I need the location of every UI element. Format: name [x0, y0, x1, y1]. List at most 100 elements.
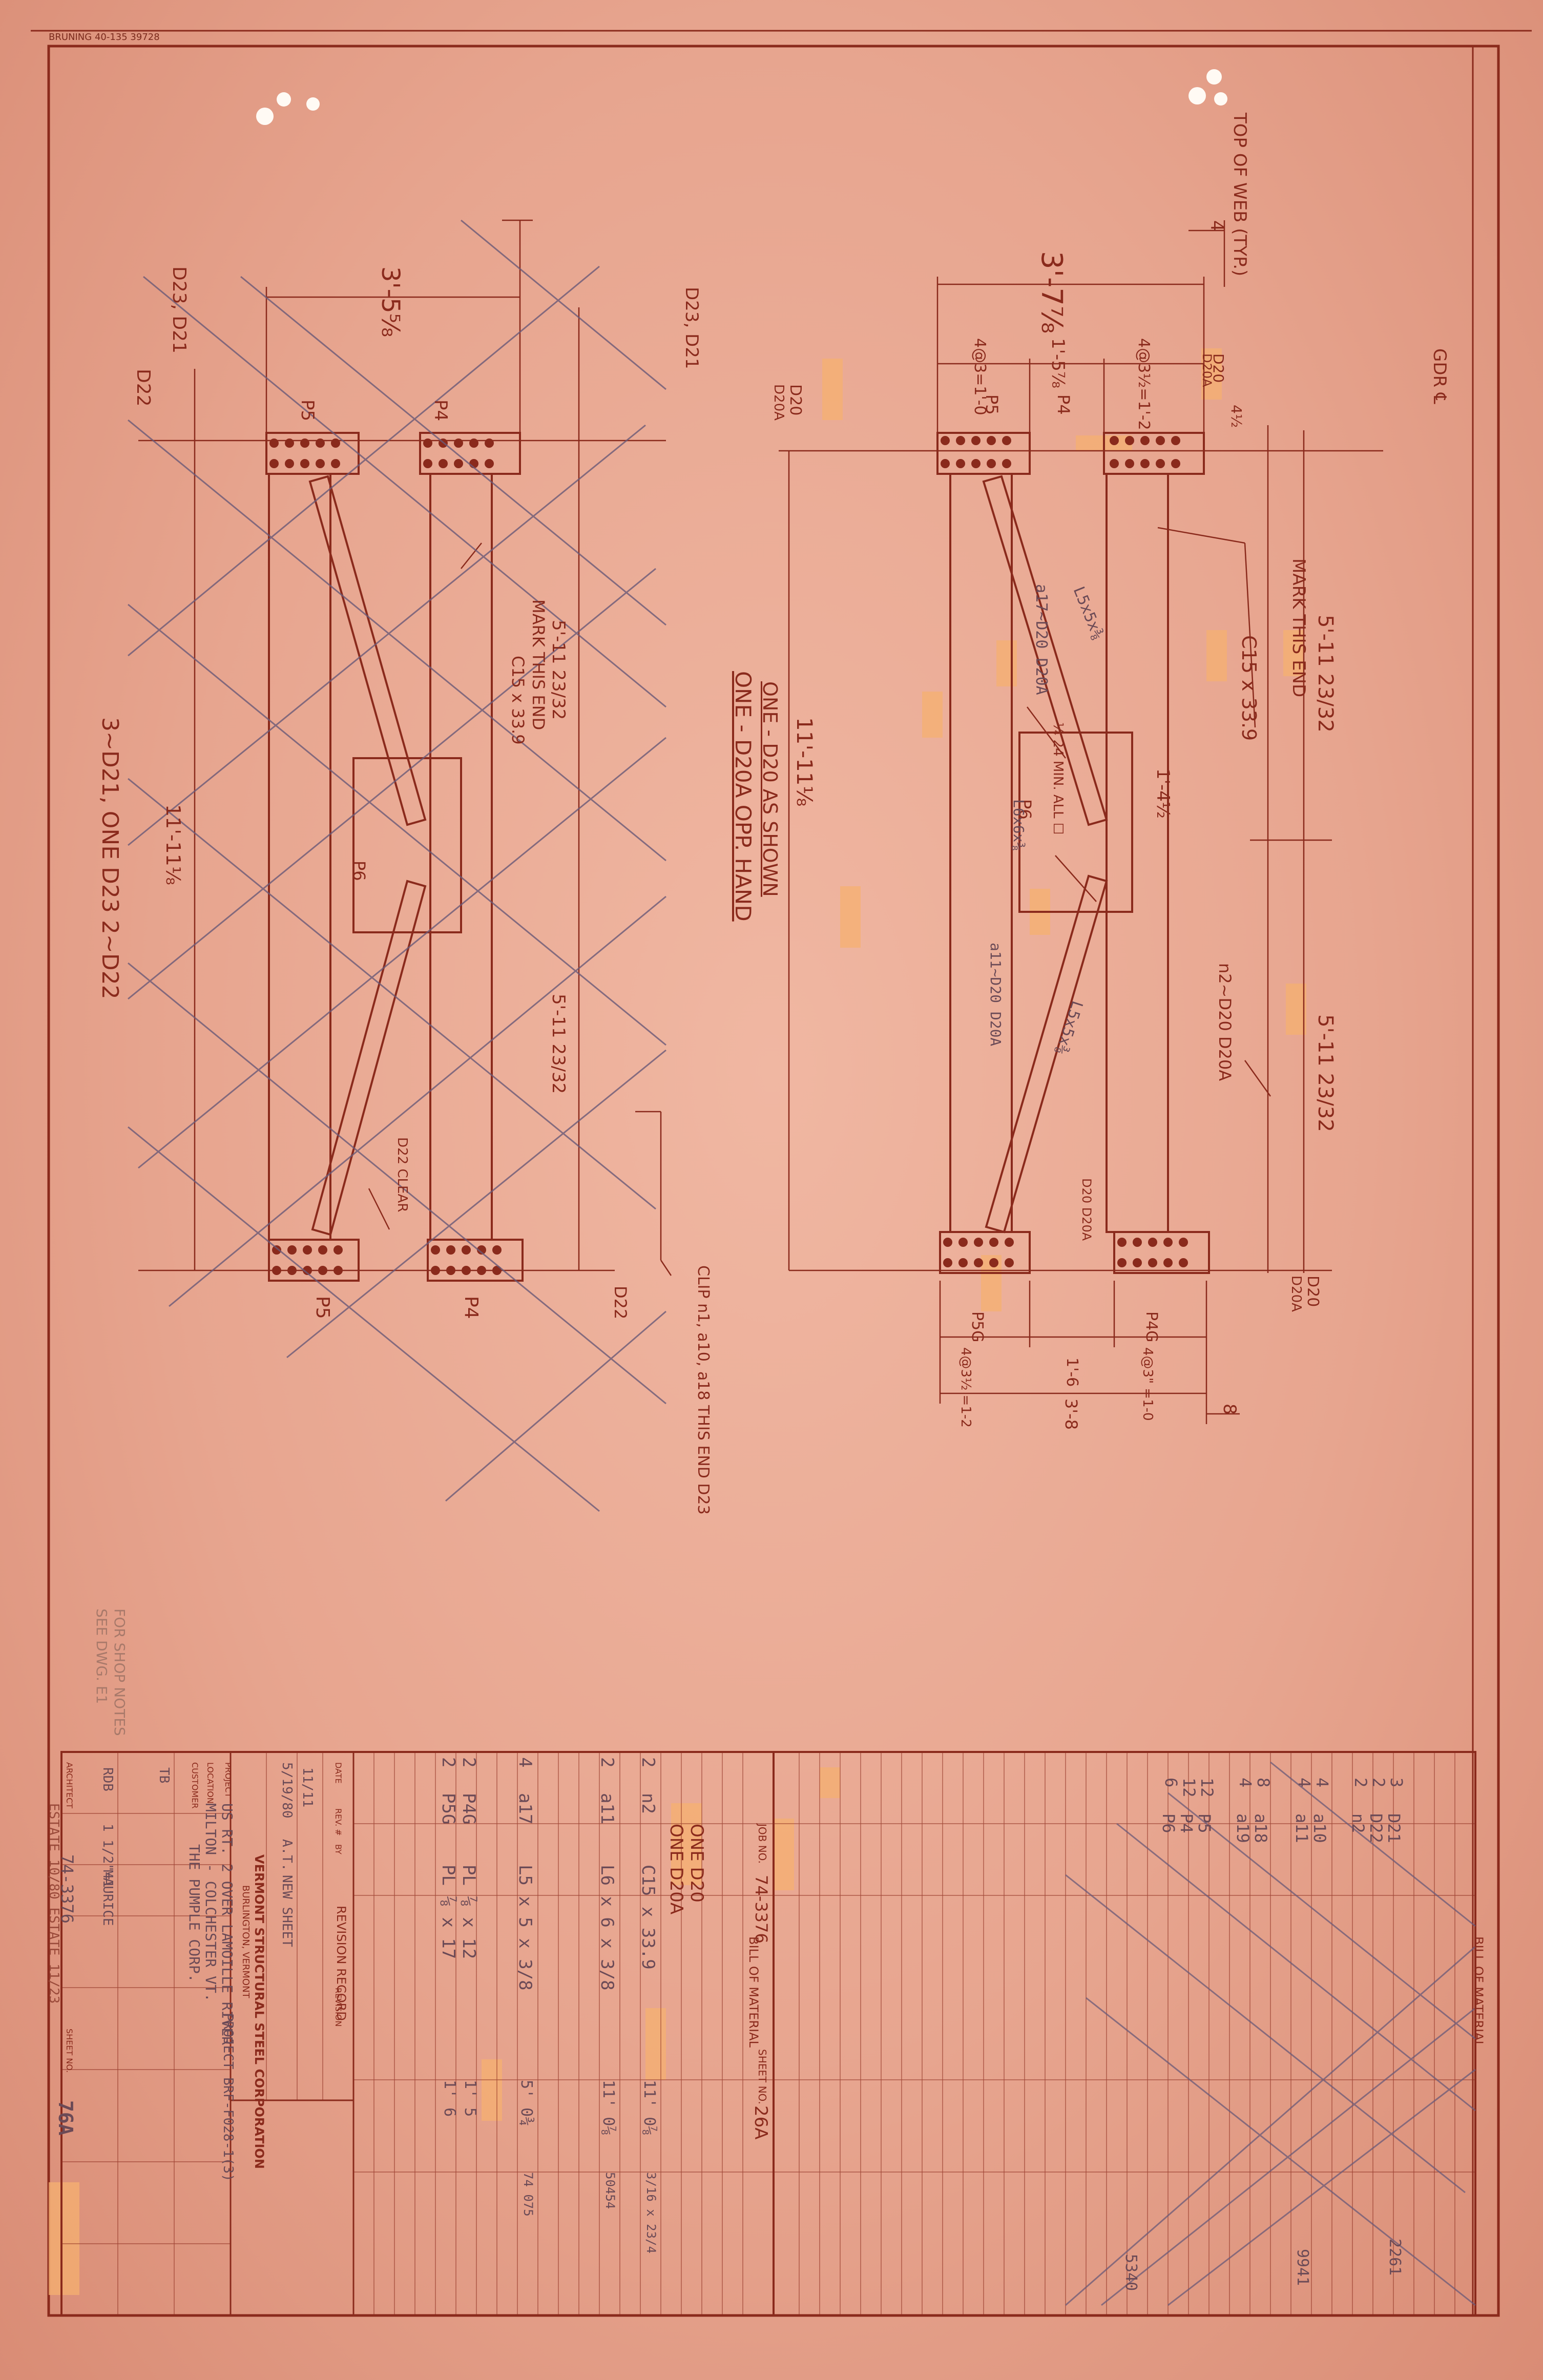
left-mark-d23-d21: D23, D21 — [169, 266, 190, 353]
bom-bottom-mark-d20a: ONE D20A — [666, 1824, 686, 1915]
left-clip-note: CLIP n1, a10, a18 THIS END D23 — [694, 1265, 712, 1515]
right-dim-4half: 4½ — [1228, 405, 1245, 428]
bom-row-desc: PL ⅞ x 12 — [458, 1865, 479, 1959]
architect-label: ARCHITECT — [65, 1762, 74, 1809]
left-overall-dim: 3'-5⅝ — [376, 266, 405, 338]
left-length-1: 5'-11 23/32 — [548, 620, 569, 720]
customer-label: CUSTOMER — [190, 1762, 200, 1809]
bom-top-qty: 12 — [1197, 1778, 1217, 1798]
right-dim-1-4half: 1'-4½ — [1153, 768, 1173, 819]
right-channel-size: C15 x 33.9 — [1238, 635, 1260, 741]
right-d20-d20a-label: D20 D20A — [1079, 1178, 1094, 1241]
bom-top-qty: 4 — [1312, 1778, 1332, 1788]
revision-date: 11/11 — [300, 1767, 315, 1808]
right-dim-seg2: 1'-5⅞ — [1048, 338, 1068, 388]
right-mark-note: MARK THIS END — [1288, 558, 1309, 698]
customer-value: THE PUMPLE CORP. — [186, 1844, 203, 1982]
shop-note-line2: SEE DWG. E1 — [93, 1609, 110, 1704]
highlighter-marks — [49, 348, 1306, 2295]
revision-header-rev: REV. # — [333, 1808, 343, 1836]
bom-top-qty: 2 — [1351, 1778, 1370, 1788]
bom-job-no: 74-3376 — [752, 1875, 771, 1944]
right-weld-note: ¼ 24 MIN. ALL ☐ — [1050, 722, 1066, 835]
punch-hole — [1214, 92, 1227, 106]
bom-top-weight: 9941 — [1294, 2249, 1311, 2286]
right-plate-p4: P4 — [1054, 394, 1073, 415]
bom-top-weight: 5340 — [1122, 2254, 1140, 2291]
bom-row-length: 1' 5 — [461, 2080, 479, 2117]
girder-centerline-label: GDR ℄ — [1429, 348, 1450, 404]
bom-bottom-mark-d20: ONE D20 — [686, 1824, 707, 1903]
location-value: MILTON - COLCHESTER VT. — [202, 1803, 219, 2002]
bom-top-row: a11 — [1292, 1813, 1311, 1843]
right-bottom-total: 3'-8 — [1061, 1398, 1081, 1430]
bom-row-mark: P4G — [458, 1793, 479, 1825]
bom-top-title: BILL OF MATERIAL — [1471, 1936, 1486, 2048]
bom-row-qty: 2 — [438, 1757, 458, 1768]
bom-top-row: P5 — [1195, 1813, 1214, 1833]
company-address: BURLINGTON, VERMONT — [240, 1885, 251, 1998]
revision-date: 5/19/80 — [279, 1762, 295, 1819]
right-dim-4: 4 — [1206, 220, 1227, 232]
bom-row-desc: PL ⅞ x 17 — [438, 1865, 458, 1959]
bom-row-mark: a11 — [597, 1793, 617, 1825]
right-dim-8: 8 — [1219, 1404, 1240, 1415]
bom-top-qty: 6 — [1161, 1778, 1181, 1788]
bom-row-mark: a17 — [515, 1793, 535, 1825]
checked-by: RDB — [100, 1767, 115, 1791]
company-name: VERMONT STRUCTURAL STEEL CORPORATION — [252, 1854, 266, 2169]
right-dim-seg3: 4@3½=1'-2 — [1135, 338, 1153, 430]
right-d20a-left: D20A — [771, 384, 786, 421]
bom-top-row: P4 — [1177, 1813, 1196, 1833]
right-angle-a11: a11~D20 D20A — [987, 943, 1004, 1047]
made-by: MAURICE — [100, 1870, 115, 1926]
bom-top-row: D22 — [1366, 1813, 1386, 1843]
bom-top-qty: 12 — [1179, 1778, 1199, 1798]
project-label: PROJECT — [223, 1762, 233, 1798]
left-clear-note: D22 CLEAR — [394, 1137, 410, 1213]
left-mark-d22-bottom: D22 — [611, 1286, 630, 1320]
bom-row-desc: L6 x 6 x 3/8 — [597, 1865, 617, 1991]
right-overall-dim: 3'-7⅞ — [1035, 251, 1068, 334]
bom-top-row: D21 — [1384, 1813, 1404, 1843]
bom-row-length: 5' 0¾ — [517, 2080, 535, 2126]
right-d20a-top: D20A — [1200, 353, 1214, 387]
bom-row-qty: 2 — [638, 1757, 658, 1768]
bom-top-qty: 2 — [1369, 1778, 1388, 1788]
right-bottom-seg3: 4@3" =1-0 — [1140, 1347, 1155, 1421]
top-of-web-note: TOP OF WEB (TYP.) — [1229, 113, 1250, 277]
bom-job-no-label: JOB NO. — [756, 1824, 768, 1864]
left-mark-d23-d21-top: D23, D21 — [681, 287, 702, 369]
right-d20a-bottom: D20A — [1288, 1276, 1304, 1312]
right-plate-p5g: P5G — [968, 1311, 986, 1343]
bom-row-desc: L5 x 5 x 3/8 — [515, 1865, 535, 1991]
bom-row-length: 1' 6 — [441, 2080, 458, 2117]
bom-bottom-title: BILL OF MATERIAL — [746, 1936, 761, 2048]
bom-row-mark: n2 — [638, 1793, 658, 1814]
punch-hole — [1206, 69, 1222, 85]
bom-top-row: a10 — [1310, 1813, 1329, 1843]
bom-row-mark: P5G — [438, 1793, 458, 1825]
center-note-line2: ONE - D20A OPP. HAND — [731, 671, 756, 922]
bom-top-qty: 3 — [1387, 1778, 1406, 1788]
punch-hole — [306, 97, 320, 111]
left-plate-p4-bottom: P4 — [461, 1296, 482, 1319]
revision-by: A.T. — [279, 1839, 295, 1871]
right-view-dimensions — [779, 220, 1383, 1424]
center-note-line1: ONE - D20 AS SHOWN — [759, 681, 781, 897]
bom-row-note: 74 075 — [521, 2172, 535, 2217]
shop-note-line1: FOR SHOP NOTES — [111, 1609, 128, 1736]
project-number: PROJECT BRF-F028-1(3) — [220, 2013, 236, 2182]
bom-top-row: a18 — [1251, 1813, 1270, 1843]
right-length-1: 5'-11 23/32 — [1313, 615, 1337, 733]
left-mark-d22: D22 — [133, 369, 154, 407]
right-plate-p5: P5 — [982, 394, 1002, 415]
bom-ruled-lines — [61, 1752, 1475, 2315]
void-cross-lines — [128, 219, 666, 1512]
bom-row-qty: 2 — [597, 1757, 617, 1768]
bom-row-note: 3/16 x 23/4 — [644, 2172, 658, 2253]
manufacturer-stamp: BRUNING 40-135 39728 — [49, 32, 160, 43]
left-channel-size: C15 x 33.9 — [508, 656, 528, 745]
bom-row-note: 50454 — [603, 2172, 617, 2209]
